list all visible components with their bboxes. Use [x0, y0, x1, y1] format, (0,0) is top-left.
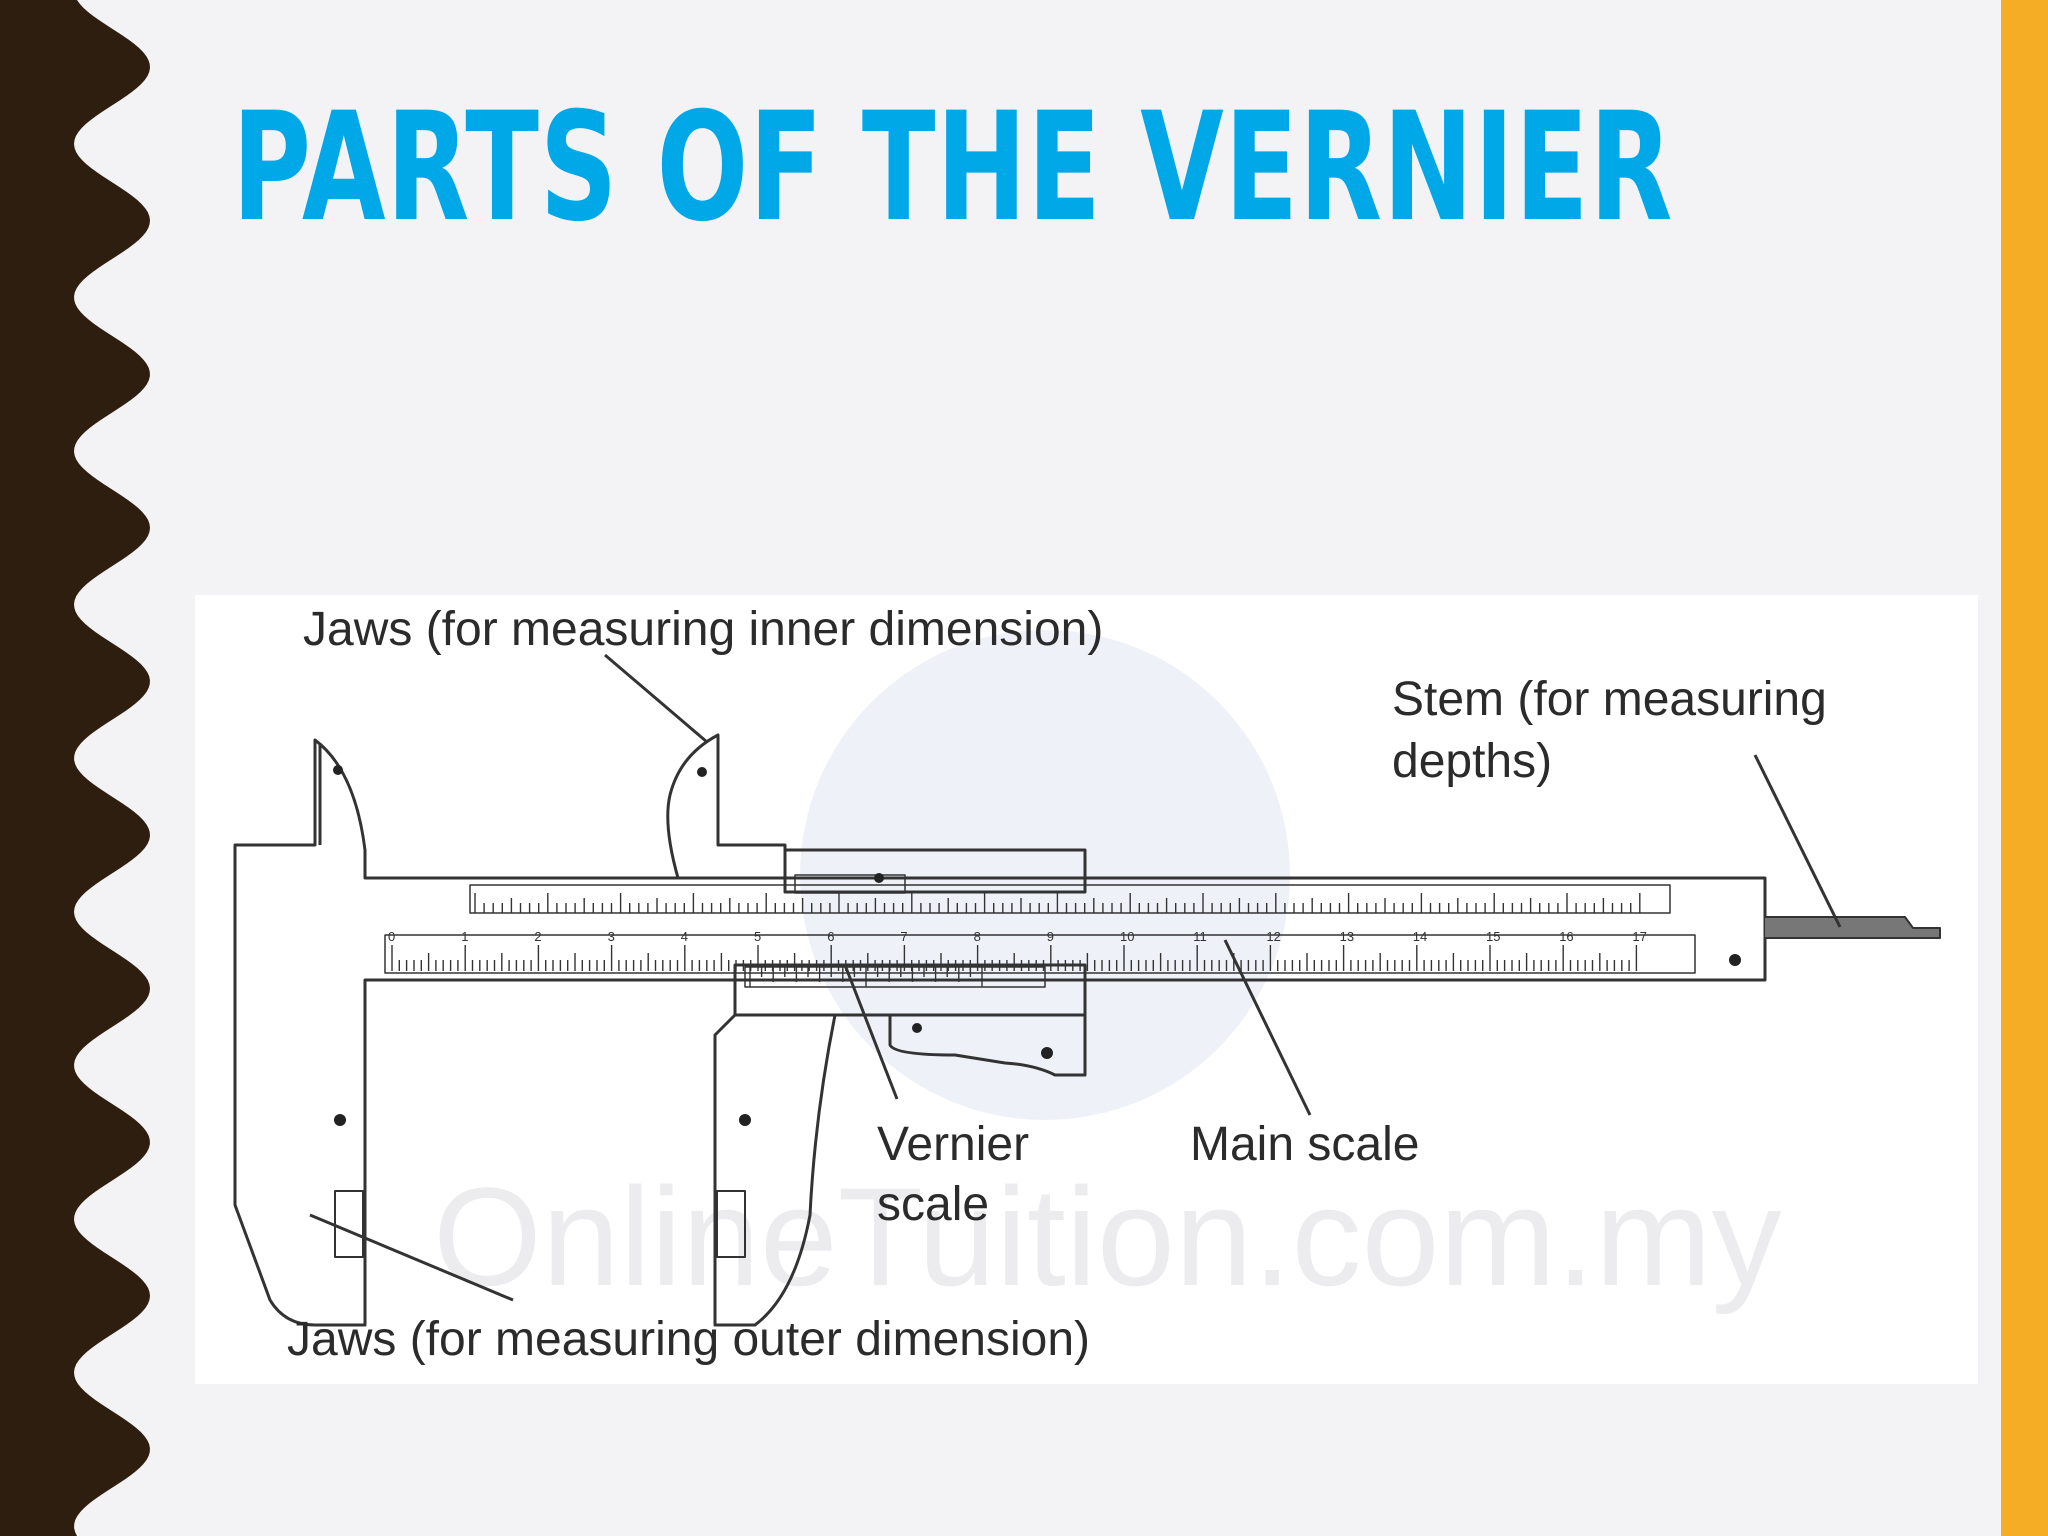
watermark-circle — [800, 630, 1290, 1120]
main-scale-number: 16 — [1559, 929, 1573, 944]
depth-stem — [1765, 916, 1941, 939]
label-stem-line1: Stem (for measuring — [1392, 673, 1827, 726]
vernier-scale-strip — [744, 966, 1046, 988]
leader-lines — [309, 653, 1842, 1302]
diagram-panel: OnlineTuition.com.my — [195, 595, 1978, 1384]
main-scale-number: 13 — [1340, 929, 1354, 944]
label-main-scale: Main scale — [1190, 1118, 1419, 1171]
main-scale-number: 7 — [900, 929, 907, 944]
watermark-text: OnlineTuition.com.my — [433, 1158, 1782, 1315]
vernier-bottom-plate — [733, 963, 1087, 1017]
leader-vernier — [843, 964, 899, 1100]
leader-outer-jaws — [309, 1213, 514, 1302]
label-inner-jaws: Jaws (for measuring inner dimension) — [303, 603, 1103, 656]
leader-inner-jaws — [604, 653, 708, 744]
sliding-outer-jaw — [713, 1013, 837, 1327]
main-scale-strip — [384, 934, 1696, 974]
main-scale-number: 17 — [1632, 929, 1646, 944]
right-accent-bar — [2001, 0, 2048, 1536]
main-scale-number: 2 — [534, 929, 541, 944]
main-scale-number: 9 — [1047, 929, 1054, 944]
page-title: PARTS OF THE VERNIER — [232, 81, 1674, 255]
label-stem-line2: depths) — [1392, 735, 1552, 788]
upper-scale-ticks — [474, 893, 1641, 913]
vernier-top-window — [794, 874, 906, 894]
main-scale-number: 14 — [1413, 929, 1427, 944]
screw-dots — [333, 765, 1741, 1126]
caliper-icon — [233, 733, 1941, 1327]
main-scale-number: 12 — [1266, 929, 1280, 944]
label-outer-jaws: Jaws (for measuring outer dimension) — [287, 1313, 1090, 1366]
main-scale-number: 6 — [827, 929, 834, 944]
leader-main-scale — [1223, 939, 1312, 1116]
main-scale-ticks — [391, 945, 1638, 971]
vernier-scale-ticks — [749, 967, 983, 987]
main-scale-number: 4 — [681, 929, 688, 944]
thumb-screw — [888, 1015, 1087, 1077]
label-vernier-line2: scale — [877, 1178, 989, 1231]
main-scale-number: 11 — [1193, 929, 1207, 944]
wavy-border-shape — [0, 0, 150, 1536]
main-scale-number: 10 — [1120, 929, 1134, 944]
main-scale-number: 5 — [754, 929, 761, 944]
main-scale-number: 8 — [974, 929, 981, 944]
outer-jaw-pad-sliding — [716, 1190, 746, 1258]
main-scale-number: 1 — [461, 929, 468, 944]
label-vernier-line1: Vernier — [877, 1118, 1029, 1171]
main-scale-number: 0 — [388, 929, 395, 944]
upper-scale-strip — [469, 884, 1671, 914]
main-scale-number: 3 — [608, 929, 615, 944]
left-wavy-border — [0, 0, 150, 1536]
fixed-jaw-body — [233, 738, 1767, 1327]
caliper-diagram: OnlineTuition.com.my — [233, 603, 1941, 1366]
main-scale-number: 15 — [1486, 929, 1500, 944]
vernier-top-plate — [783, 848, 1087, 894]
leader-stem — [1753, 754, 1842, 928]
outer-jaw-pad-fixed — [334, 1190, 364, 1258]
sliding-inner-jaw — [666, 733, 787, 879]
